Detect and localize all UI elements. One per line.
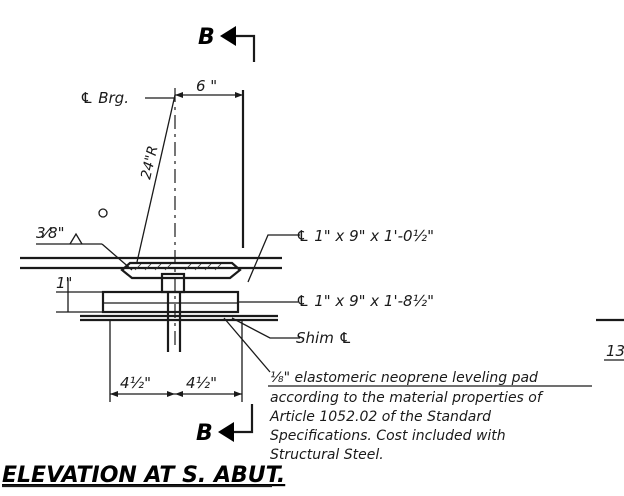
radius-label: 24"R	[138, 144, 161, 181]
weld-size-label: 3⁄8"	[36, 224, 65, 242]
dim-left-label: 4½"	[120, 374, 151, 392]
plate-top-leader	[247, 234, 300, 283]
shim-leader	[231, 317, 300, 339]
dim-6-arrow-right-icon	[235, 92, 243, 98]
centerline-brg-label: ℄ Brg.	[80, 89, 129, 107]
section-mark-top: B	[198, 25, 215, 50]
note-line-4: Specifications. Cost included with	[270, 428, 506, 444]
note-line-1: ⅛" elastomeric neoprene leveling pad	[270, 370, 538, 386]
neoprene-note: ⅛" elastomeric neoprene leveling pad acc…	[268, 370, 592, 463]
dim-left-arrow-b-icon	[167, 391, 175, 397]
dim-6-arrow-left-icon	[175, 92, 183, 98]
edge-fragment-label: 13	[606, 342, 624, 360]
note-line-2: according to the material properties of	[270, 390, 544, 406]
note-line-3: Article 1052.02 of the Standard	[269, 409, 491, 425]
note-line-5: Structural Steel.	[270, 447, 384, 463]
weld-fillet-icon	[69, 232, 83, 245]
dim-6-label: 6 "	[196, 77, 217, 95]
masonry-plate	[101, 290, 240, 314]
dim-left-arrow-a-icon	[110, 391, 118, 397]
section-cut-line-bottom	[234, 404, 254, 434]
anchor-nut	[160, 272, 186, 294]
section-arrow-top-icon	[220, 26, 236, 46]
dim-right-arrow-b-icon	[234, 391, 242, 397]
dim-right-arrow-a-icon	[175, 391, 183, 397]
sole-plate	[120, 261, 242, 280]
plate-top-label: ℄ 1" x 9" x 1'-0½"	[296, 227, 434, 245]
sole-plate-hatch	[134, 263, 222, 271]
section-cut-line-top	[236, 34, 256, 62]
weld-all-around-icon	[98, 208, 108, 218]
dim-right-label: 4½"	[186, 374, 217, 392]
drawing-title: ELEVATION AT S. ABUT.	[2, 463, 285, 488]
shim-label: Shim ℄	[296, 329, 352, 347]
dim-1-label: 1"	[56, 274, 72, 292]
section-mark-bottom: B	[196, 421, 213, 446]
section-arrow-bottom-icon	[218, 422, 234, 442]
radius-line	[136, 94, 176, 263]
neoprene-leader	[223, 317, 271, 373]
plate-bottom-label: ℄ 1" x 9" x 1'-8½"	[296, 292, 434, 310]
